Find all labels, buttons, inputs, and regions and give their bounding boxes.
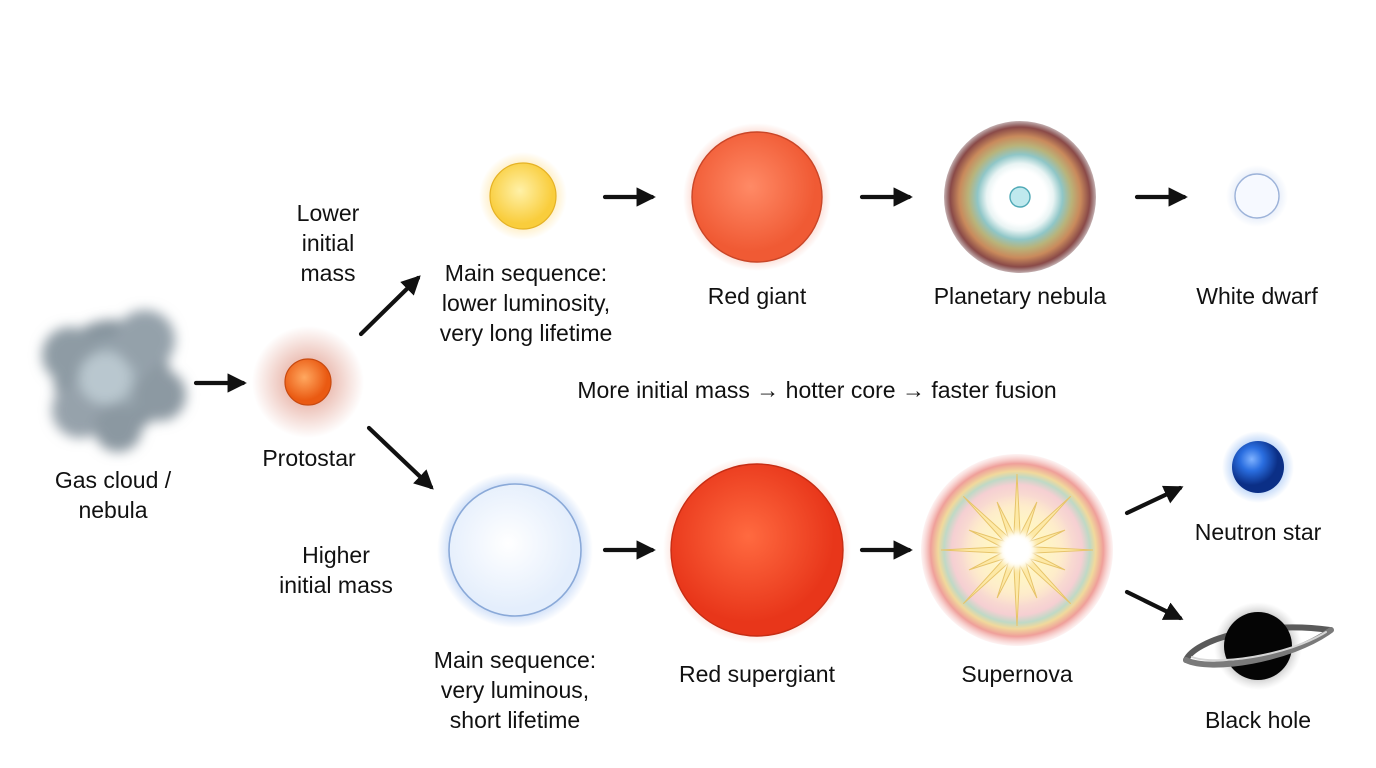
red-giant-label: Red giant (707, 283, 807, 309)
lower-initial-mass-label: Lower initial mass (297, 198, 360, 288)
red-giant-icon (683, 123, 831, 271)
arrow-supernova-to-black-hole (1124, 589, 1184, 621)
supernova-icon (921, 454, 1113, 646)
higher-initial-mass-label: Higher initial mass (279, 540, 393, 600)
lower-mass-label-line: initial (301, 230, 355, 256)
arrow-protostar-to-lower-branch (358, 275, 421, 337)
neutron-star-icon (1222, 431, 1294, 503)
high-ms-label-line: Main sequence: (433, 647, 597, 673)
low-ms-label-line: very long lifetime (439, 320, 613, 346)
protostar-icon (252, 326, 364, 438)
arrow-protostar-to-higher-branch (366, 425, 434, 490)
planetary-nebula-icon (944, 121, 1096, 273)
low-main-sequence-label: Main sequence: lower luminosity, very lo… (440, 258, 613, 348)
black-hole-icon (1183, 602, 1334, 690)
arrow-supernova-to-neutron-star (1124, 485, 1184, 516)
higher-mass-label-line: initial mass (279, 572, 393, 598)
gas-cloud-label-line: nebula (78, 497, 148, 523)
low-ms-label-line: Main sequence: (444, 260, 608, 286)
planetary-nebula-label: Planetary nebula (933, 283, 1107, 309)
gas-cloud-label: Gas cloud / nebula (55, 465, 171, 525)
neutron-star-label: Neutron star (1194, 519, 1322, 545)
gas-cloud-label-line: Gas cloud / (54, 467, 172, 493)
supernova-label: Supernova (961, 661, 1073, 687)
low-main-sequence-star-icon (479, 152, 567, 240)
mass-fusion-note: More initial mass → hotter core → faster… (577, 377, 1057, 403)
red-supergiant-icon (663, 456, 851, 644)
high-main-sequence-label: Main sequence: very luminous, short life… (434, 645, 596, 735)
lower-mass-label-line: mass (300, 260, 356, 286)
lower-mass-label-line: Lower (296, 200, 360, 226)
high-main-sequence-star-icon (437, 472, 593, 628)
low-ms-label-line: lower luminosity, (441, 290, 611, 316)
gas-cloud-icon (42, 310, 186, 452)
high-ms-label-line: short lifetime (449, 707, 581, 733)
white-dwarf-label: White dwarf (1196, 283, 1318, 309)
protostar-label: Protostar (262, 445, 356, 471)
white-dwarf-icon (1226, 165, 1288, 227)
black-hole-label: Black hole (1204, 707, 1312, 733)
high-ms-label-line: very luminous, (440, 677, 590, 703)
red-supergiant-label: Red supergiant (679, 661, 835, 687)
higher-mass-label-line: Higher (302, 542, 370, 568)
